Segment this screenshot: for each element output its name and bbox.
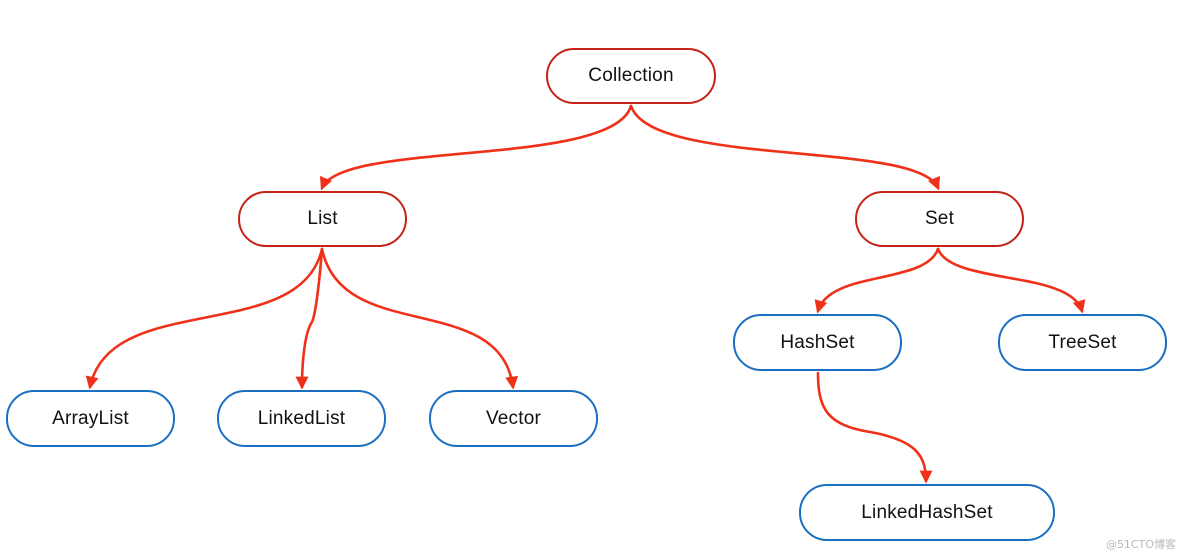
node-treeset: TreeSet xyxy=(998,314,1167,371)
edge-collection-to-set xyxy=(629,104,940,191)
node-collection: Collection xyxy=(546,48,716,104)
node-linkedlist: LinkedList xyxy=(217,390,386,447)
edge-collection-to-list xyxy=(320,104,633,191)
node-linkedhashset: LinkedHashSet xyxy=(799,484,1055,541)
watermark: @51CTO博客 xyxy=(1105,538,1176,551)
edge-hashset-to-linkedhashset xyxy=(816,371,933,484)
edge-set-to-treeset xyxy=(936,247,1086,314)
edge-list-to-vector xyxy=(320,247,519,390)
edge-list-to-arraylist xyxy=(85,247,324,390)
node-arraylist: ArrayList xyxy=(6,390,175,447)
node-vector: Vector xyxy=(429,390,598,447)
node-set: Set xyxy=(855,191,1024,247)
node-hashset: HashSet xyxy=(733,314,902,371)
edge-set-to-hashset xyxy=(814,247,940,314)
edge-list-to-linkedlist xyxy=(295,247,324,390)
node-list: List xyxy=(238,191,407,247)
